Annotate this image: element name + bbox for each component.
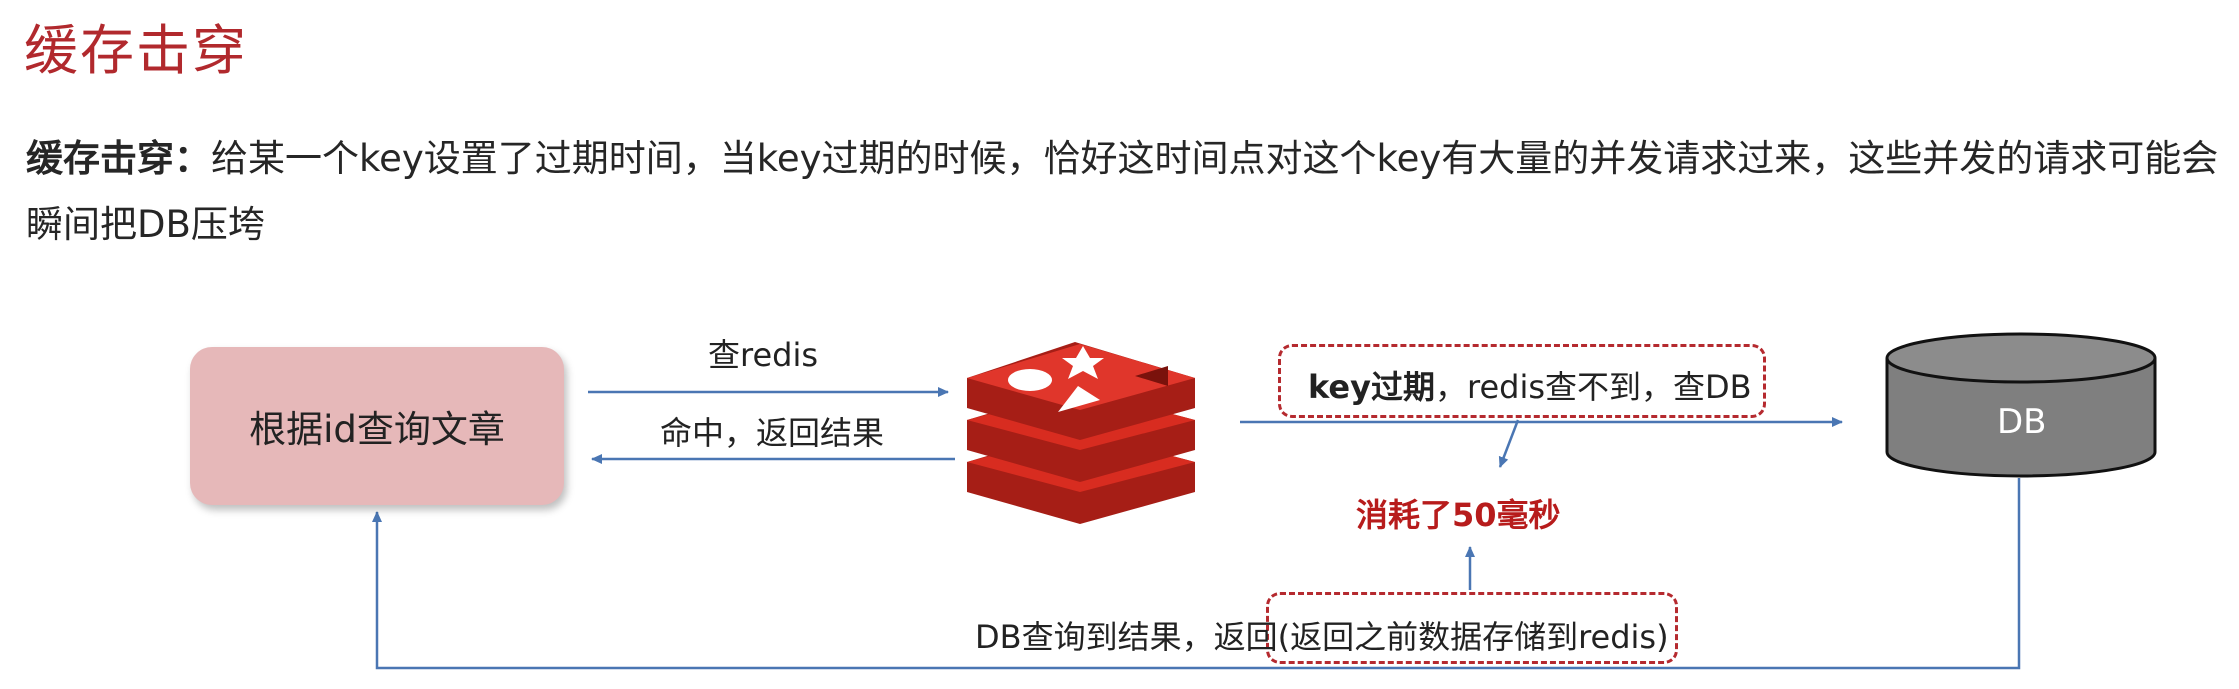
description-term: 缓存击穿： [26,137,211,180]
client-query-box: 根据id查询文章 [190,347,564,505]
hit-return-label: 命中，返回结果 [660,414,885,452]
key-expired-dashed-box [1278,344,1766,418]
page-title: 缓存击穿 [24,19,248,82]
arrow-to-cost [1498,419,1520,468]
query-redis-label: 查redis [708,336,819,374]
arrow-db-return [372,478,2021,670]
store-redis-dashed-box [1266,592,1678,664]
cost-note: 消耗了50毫秒 [1356,496,1561,534]
description-paragraph: 缓存击穿：给某一个key设置了过期时间，当key过期的时候，恰好这时间点对这个k… [26,126,2226,258]
database-cylinder-icon [1885,332,2157,478]
key-expired-label: key过期，redis查不到，查DB [1308,362,1752,408]
key-expired-bold: key过期 [1308,368,1435,406]
db-return-label: DB查询到结果，返回(返回之前数据存储到redis) [975,618,1669,656]
key-expired-rest: ，redis查不到，查DB [1435,368,1752,406]
redis-logo-icon [967,342,1195,524]
description-text: 给某一个key设置了过期时间，当key过期的时候，恰好这时间点对这个key有大量… [26,137,2219,246]
db-label: DB [1997,402,2047,442]
